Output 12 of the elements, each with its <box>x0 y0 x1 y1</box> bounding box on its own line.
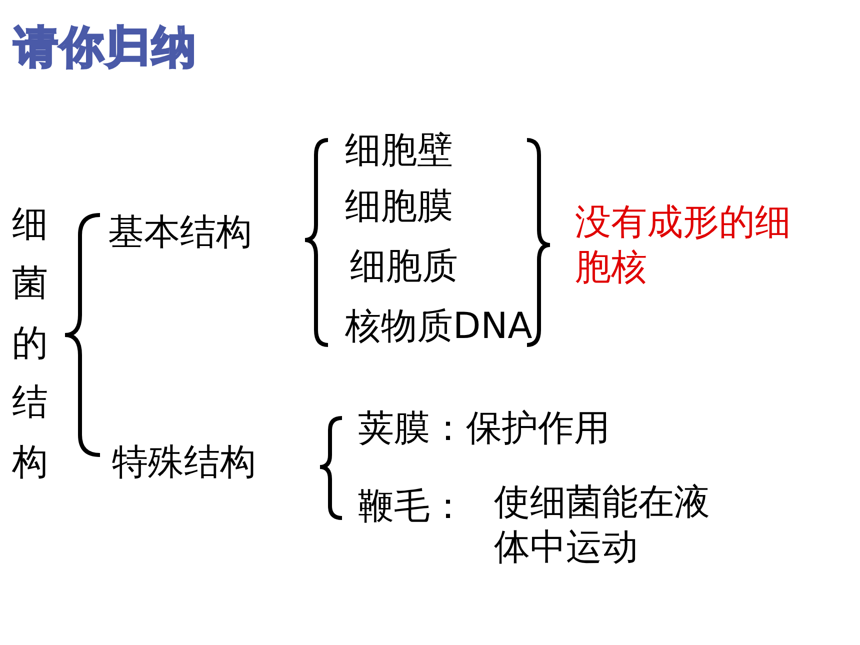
item-label: 荚膜：保护作用 <box>358 406 610 451</box>
description-text: 使细菌能在液体中运动 <box>494 480 724 570</box>
item-label: 细胞质 <box>350 244 458 289</box>
item-label: 细胞壁 <box>345 128 453 173</box>
item-label: 细胞膜 <box>345 184 453 229</box>
branch-label: 基本结构 <box>108 210 252 255</box>
branch-label: 特殊结构 <box>112 440 256 485</box>
item-label: 鞭毛： <box>358 484 466 529</box>
note-text: 没有成形的细胞核 <box>575 200 805 290</box>
vertical-heading: 细菌的结构 <box>12 195 52 492</box>
title: 请你归纳 <box>14 21 198 75</box>
item-label: 核物质DNA <box>345 304 532 349</box>
